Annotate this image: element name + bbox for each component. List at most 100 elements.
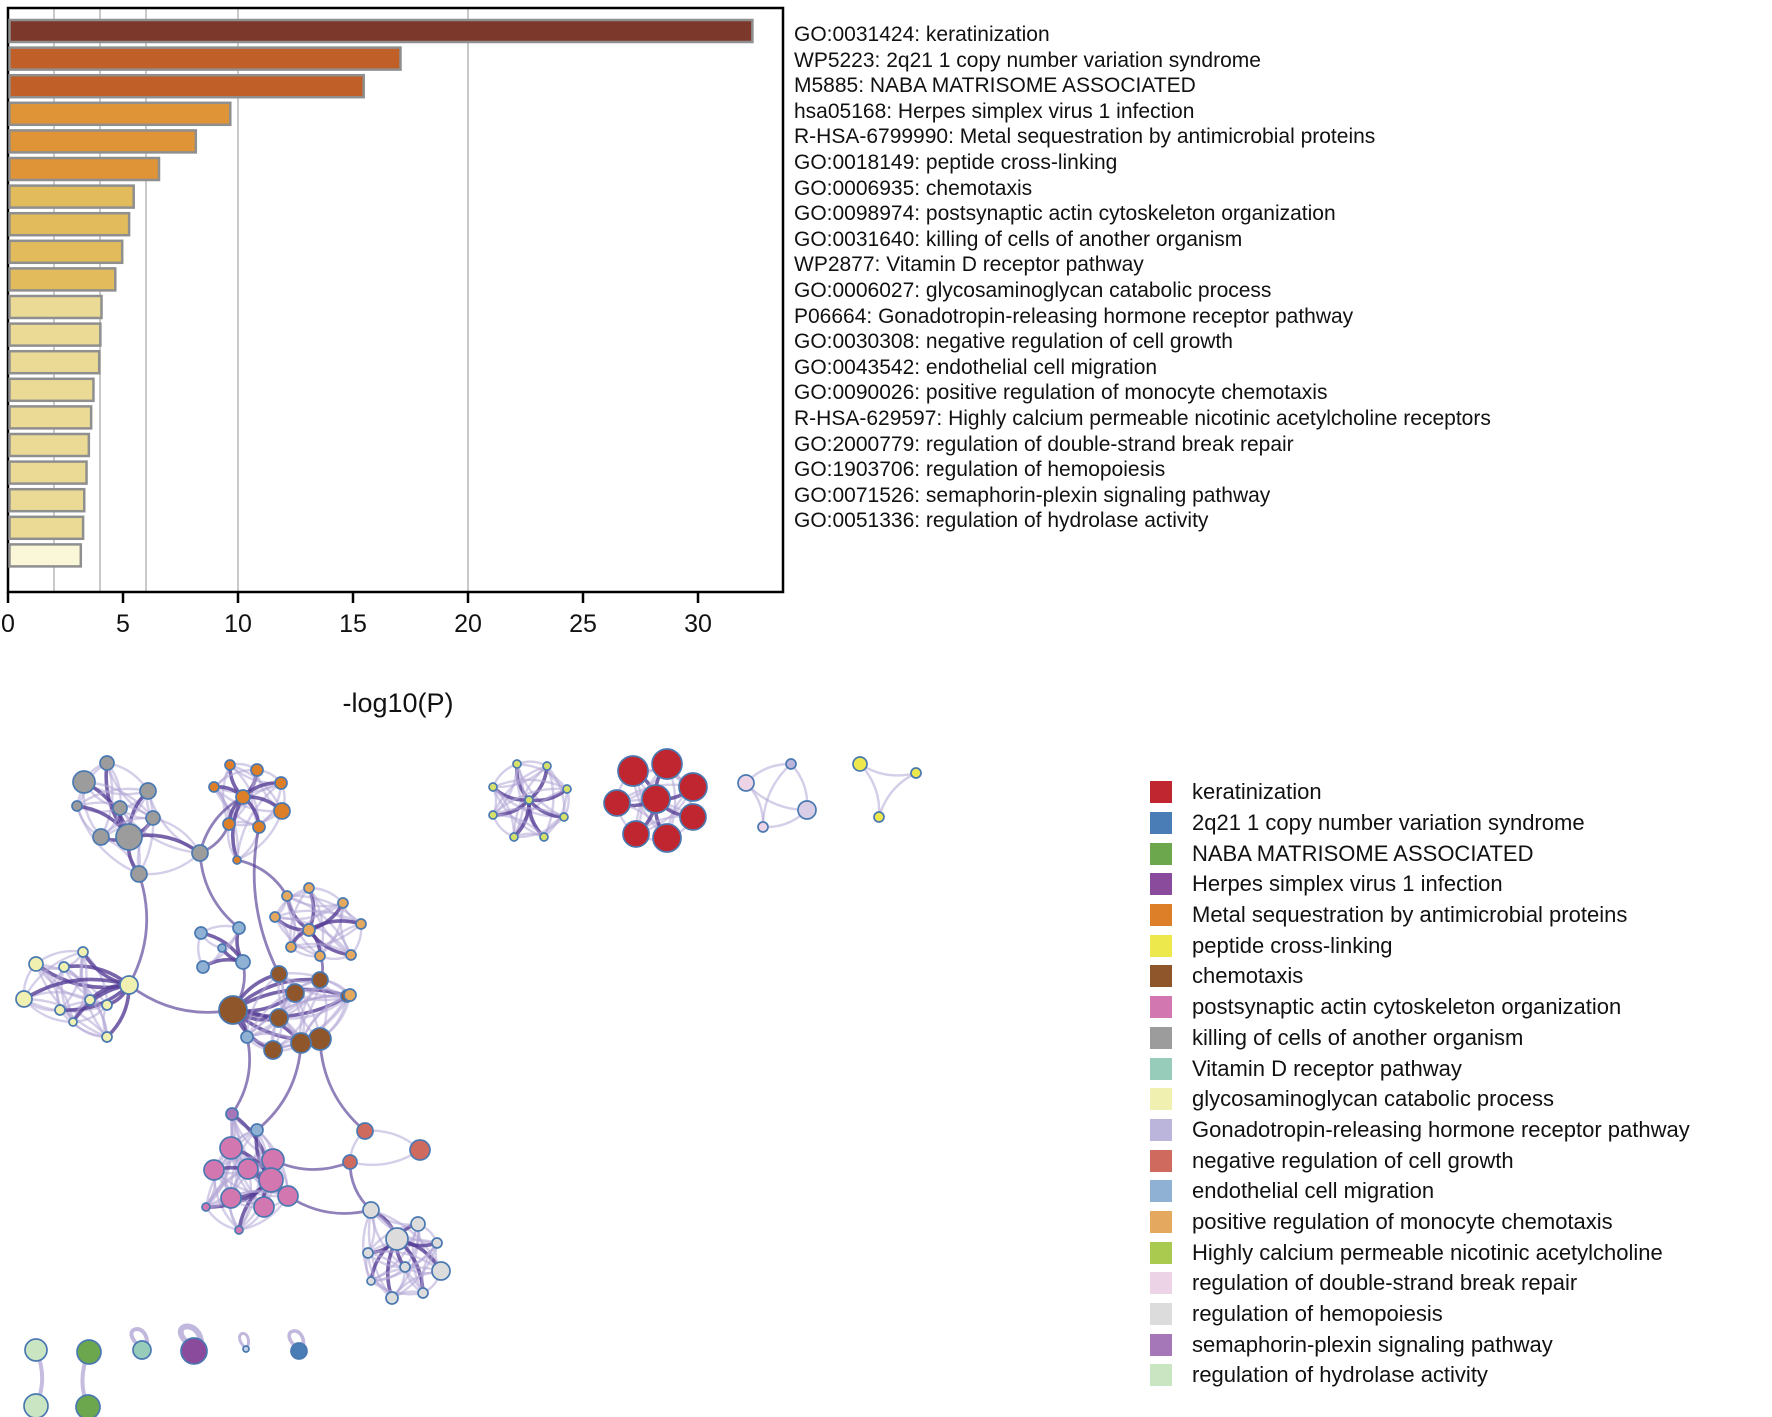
network-edge — [127, 983, 235, 1014]
network-node — [92, 828, 110, 846]
network-node — [234, 1225, 244, 1235]
network-edge — [118, 806, 202, 855]
network-node — [385, 1291, 399, 1305]
bar — [8, 543, 83, 568]
network-edge — [286, 1194, 373, 1215]
legend-item: chemotaxis — [1150, 961, 1770, 992]
bar — [8, 515, 85, 541]
network-node — [240, 1030, 254, 1044]
legend-label: chemotaxis — [1192, 963, 1304, 989]
network-node — [232, 855, 242, 865]
network-self-loop — [177, 1323, 205, 1345]
network-node — [343, 988, 357, 1002]
bar — [8, 377, 95, 403]
bar-label: GO:0031424: keratinization — [794, 23, 1050, 46]
network-node — [910, 767, 922, 779]
legend-swatch — [1150, 873, 1172, 896]
network-node — [270, 965, 288, 983]
bar-label: GO:0071526: semaphorin-plexin signaling … — [794, 483, 1271, 507]
legend-swatch — [1150, 1272, 1172, 1295]
legend-item: semaphorin-plexin signaling pathway — [1150, 1329, 1770, 1360]
network-node — [115, 823, 143, 851]
legend-swatch — [1150, 965, 1172, 988]
bar-label: WP5223: 2q21 1 copy number variation syn… — [794, 48, 1261, 72]
bar — [8, 129, 198, 154]
legend-item: positive regulation of monocyte chemotax… — [1150, 1207, 1770, 1238]
bar-label: hsa05168: Herpes simplex virus 1 infecti… — [794, 99, 1195, 123]
network-node — [342, 1154, 358, 1170]
network-node — [180, 1337, 208, 1365]
network-node — [285, 983, 305, 1003]
bar-label: GO:0031640: killing of cells of another … — [794, 227, 1243, 251]
bar — [8, 46, 402, 71]
network-node — [217, 943, 227, 953]
network-edge — [318, 1037, 367, 1133]
network-node — [542, 761, 552, 771]
legend-label: glycosaminoglycan catabolic process — [1192, 1086, 1554, 1112]
bar — [8, 239, 124, 265]
network-node — [132, 1340, 152, 1360]
x-axis-label: -log10(P) — [342, 688, 453, 718]
network-edge — [245, 978, 322, 1039]
network-node — [263, 1040, 283, 1060]
x-tick-label: 0 — [1, 610, 15, 638]
network-node — [68, 1017, 78, 1027]
network-node — [617, 755, 649, 787]
legend-swatch — [1150, 1333, 1172, 1356]
network-edge — [289, 942, 353, 957]
bar — [8, 460, 88, 485]
bar-label: WP2877: Vitamin D receptor pathway — [794, 253, 1144, 277]
legend-item: glycosaminoglycan catabolic process — [1150, 1084, 1770, 1115]
bar-label: GO:0043542: endothelial cell migration — [794, 355, 1158, 379]
x-tick-label: 10 — [224, 610, 252, 638]
legend-label: positive regulation of monocyte chemotax… — [1192, 1208, 1613, 1234]
network-node — [366, 1276, 376, 1286]
network-node — [873, 811, 885, 823]
network-node — [225, 1107, 239, 1121]
network-node — [399, 1261, 411, 1273]
network-node — [797, 800, 817, 820]
bar-label: R-HSA-6799990: Metal sequestration by an… — [794, 125, 1376, 149]
x-tick-label: 5 — [116, 610, 130, 638]
network-node — [737, 774, 755, 792]
network-node — [303, 882, 315, 894]
bar-label: GO:0030308: negative regulation of cell … — [794, 330, 1233, 354]
network-node — [139, 782, 157, 800]
network-node — [242, 1345, 250, 1353]
network-node — [281, 890, 293, 902]
legend-label: keratinization — [1192, 779, 1322, 805]
network-legend: keratinization 2q21 1 copy number variati… — [1150, 777, 1770, 1391]
legend-item: endothelial cell migration — [1150, 1176, 1770, 1207]
network-node — [75, 1394, 101, 1417]
network-node — [99, 755, 115, 771]
network-edge — [761, 762, 793, 829]
legend-label: killing of cells of another organism — [1192, 1024, 1524, 1050]
legend-item: killing of cells of another organism — [1150, 1023, 1770, 1054]
bar — [8, 211, 131, 237]
network-node — [314, 950, 326, 962]
legend-item: keratinization — [1150, 777, 1770, 808]
legend-label: 2q21 1 copy number variation syndrome — [1192, 810, 1585, 836]
bar-label: GO:0098974: postsynaptic actin cytoskele… — [794, 202, 1336, 226]
legend-swatch — [1150, 842, 1172, 865]
bar-label: GO:0051336: regulation of hydrolase acti… — [794, 509, 1209, 533]
legend-label: Herpes simplex virus 1 infection — [1192, 871, 1503, 897]
network-node — [651, 748, 683, 780]
network-node — [119, 975, 139, 995]
bar — [8, 294, 103, 320]
bar — [8, 322, 102, 347]
network-node — [311, 971, 329, 989]
legend-swatch — [1150, 904, 1172, 927]
network-node — [308, 1027, 332, 1051]
legend-label: regulation of hemopoiesis — [1192, 1301, 1443, 1327]
network-node — [15, 990, 33, 1008]
bar — [8, 432, 91, 458]
bar-label: P06664: Gonadotropin-releasing hormone r… — [794, 304, 1354, 328]
network-node — [235, 789, 251, 805]
network-node — [203, 1159, 225, 1181]
bar — [8, 267, 117, 292]
x-tick-label: 30 — [684, 610, 712, 638]
network-node — [274, 776, 288, 790]
